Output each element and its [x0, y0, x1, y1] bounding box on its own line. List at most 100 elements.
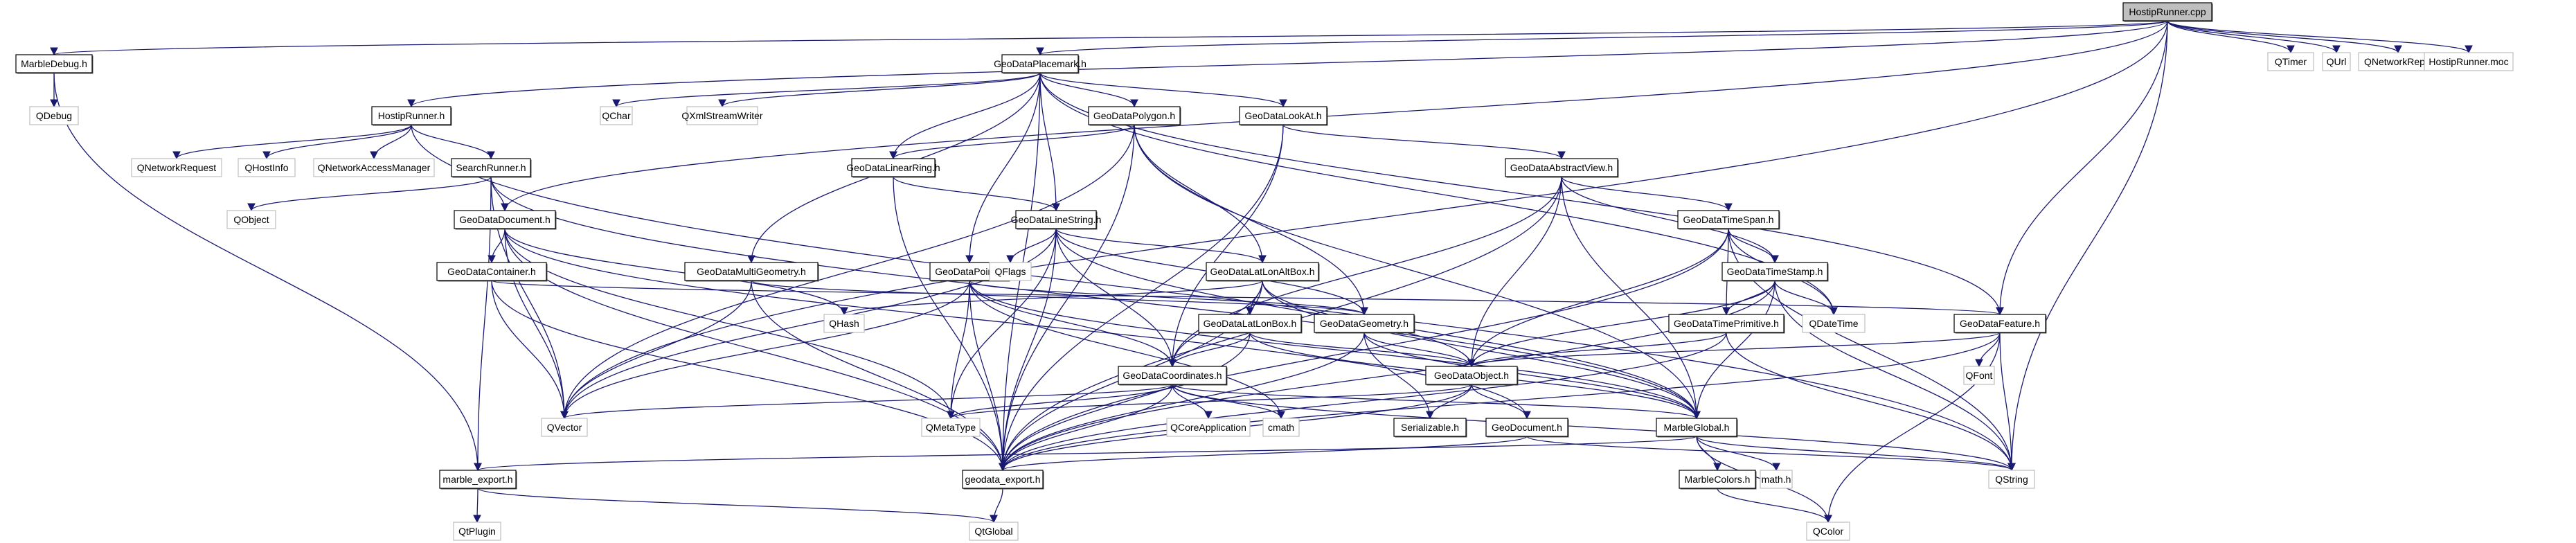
node-box[interactable] — [1001, 54, 1079, 73]
edge-geodatacoordinates_h-to-qvector — [560, 384, 1173, 420]
node-box — [1760, 470, 1793, 489]
node-box[interactable] — [1425, 366, 1518, 385]
node-box[interactable] — [451, 158, 531, 177]
node-box[interactable] — [1656, 418, 1737, 437]
node-box[interactable] — [1314, 314, 1415, 333]
node-geodataplacemark-h[interactable]: GeoDataPlacemark.h — [994, 54, 1086, 74]
node-box[interactable] — [436, 262, 547, 281]
node-geodatalinestring-h[interactable]: GeoDataLineString.h — [1011, 210, 1102, 230]
node-box[interactable] — [439, 470, 517, 489]
node-box[interactable] — [15, 54, 93, 73]
edge-geodatalinestring_h-to-geodata_export_h — [999, 228, 1057, 472]
node-marbleglobal-h[interactable]: MarbleGlobal.h — [1656, 418, 1738, 438]
node-box[interactable] — [684, 262, 819, 281]
node-marbledebug-h[interactable]: MarbleDebug.h — [15, 54, 93, 74]
edge-geodatapoint_h-to-marbleglobal_h — [969, 280, 1701, 420]
edge-geodatafeature_h-to-qfont — [1975, 332, 2001, 368]
edge-geodatacoordinates_h-to-qcoreapplication — [1172, 384, 1213, 420]
node-geodatacoordinates-h[interactable]: GeoDataCoordinates.h — [1118, 366, 1228, 386]
node-label: QUrl — [2327, 56, 2347, 67]
node-box[interactable] — [1206, 262, 1319, 281]
edge-geodataplacemark_h-to-qchar — [612, 72, 1041, 108]
node-geodataobject-h[interactable]: GeoDataObject.h — [1425, 366, 1519, 386]
node-searchrunner-h[interactable]: SearchRunner.h — [451, 158, 532, 178]
node-label: GeoDataPolygon.h — [1093, 110, 1175, 121]
node-label: MarbleColors.h — [1685, 474, 1751, 485]
node-box[interactable] — [1015, 210, 1097, 229]
node-box[interactable] — [1721, 262, 1828, 281]
node-geodatalookat-h[interactable]: GeoDataLookAt.h — [1239, 106, 1328, 126]
node-box[interactable] — [851, 158, 936, 177]
node-hostiprunner-h[interactable]: HostipRunner.h — [371, 106, 452, 126]
edge-geodataabstractview_h-to-geodatacoordinates_h — [1168, 176, 1562, 368]
edge-geodatageometry_h-to-geodata_export_h — [999, 332, 1365, 472]
node-box[interactable] — [1118, 366, 1227, 385]
node-box — [2424, 52, 2514, 71]
node-label: GeoDataMultiGeometry.h — [697, 266, 806, 277]
node-hostiprunner-cpp[interactable]: HostipRunner.cpp — [2122, 2, 2213, 22]
edge-geodatatimeprimitive_h-to-geodata_export_h — [999, 332, 1727, 472]
node-box[interactable] — [1953, 314, 2046, 333]
node-label: QChar — [602, 110, 631, 121]
edge-geodatapoint_h-to-geodatageometry_h — [969, 280, 1368, 316]
node-geodatalatlonaltbox-h[interactable]: GeoDataLatLonAltBox.h — [1206, 262, 1320, 282]
node-geodatalatlonbox-h[interactable]: GeoDataLatLonBox.h — [1198, 314, 1303, 334]
node-geodatageometry-h[interactable]: GeoDataGeometry.h — [1314, 314, 1415, 334]
node-label: MarbleGlobal.h — [1664, 422, 1730, 433]
node-box[interactable] — [1668, 314, 1785, 333]
node-geodatatimeprimitive-h[interactable]: GeoDataTimePrimitive.h — [1668, 314, 1785, 334]
node-box — [541, 418, 588, 437]
edge-geodataabstractview_h-to-marbleglobal_h — [1561, 176, 1701, 420]
node-geodatacontainer-h[interactable]: GeoDataContainer.h — [436, 262, 548, 282]
edge-searchrunner_h-to-marbleglobal_h — [490, 176, 1701, 420]
node-serializable-h[interactable]: Serializable.h — [1393, 418, 1467, 438]
node-geodatatimestamp-h[interactable]: GeoDataTimeStamp.h — [1721, 262, 1829, 282]
node-box — [1802, 314, 1866, 333]
node-box[interactable] — [1677, 210, 1780, 229]
edge-geodocument_h-to-geodata_export_h — [999, 436, 1528, 472]
edge-geodataplacemark_h-to-geodatapoint_h — [965, 72, 1041, 264]
node-box[interactable] — [1393, 418, 1467, 437]
node-box[interactable] — [1679, 470, 1756, 489]
node-label: GeoDataObject.h — [1434, 370, 1509, 381]
node-label: GeoDataLatLonAltBox.h — [1210, 266, 1315, 277]
node-label: QTimer — [2275, 56, 2307, 67]
node-cmath: cmath — [1262, 418, 1300, 437]
node-label: QNetworkAccessManager — [318, 162, 431, 173]
node-box[interactable] — [1088, 106, 1181, 125]
edge-geodatalatlonaltbox_h-to-marbleglobal_h — [1262, 280, 1701, 420]
node-box[interactable] — [962, 470, 1044, 489]
node-geodatafeature-h[interactable]: GeoDataFeature.h — [1953, 314, 2047, 334]
node-label: QFlags — [994, 266, 1026, 277]
node-geodatamultigeometry-h[interactable]: GeoDataMultiGeometry.h — [684, 262, 819, 282]
node-geodocument-h[interactable]: GeoDocument.h — [1485, 418, 1569, 438]
node-marblecolors-h[interactable]: MarbleColors.h — [1679, 470, 1757, 490]
node-geodata-export-h[interactable]: geodata_export.h — [962, 470, 1044, 490]
node-box[interactable] — [1239, 106, 1327, 125]
node-box[interactable] — [1198, 314, 1302, 333]
edge-geodatamultigeometry_h-to-qvector — [560, 280, 752, 420]
node-geodatapolygon-h[interactable]: GeoDataPolygon.h — [1088, 106, 1181, 126]
node-box[interactable] — [2122, 2, 2212, 21]
edge-geodatapoint_h-to-qvector — [560, 280, 970, 420]
node-box — [2267, 52, 2314, 71]
edge-geodatalinestring_h-to-geodatalatlonaltbox_h — [1055, 228, 1267, 264]
edge-geodatalinearring_h-to-geodatalinestring_h — [893, 176, 1060, 212]
node-box[interactable] — [1485, 418, 1568, 437]
node-qcoreapplication: QCoreApplication — [1166, 418, 1251, 437]
node-label: GeoDataDocument.h — [459, 214, 551, 225]
node-geodatalinearring-h[interactable]: GeoDataLinearRing.h — [846, 158, 940, 178]
node-geodataabstractview-h[interactable]: GeoDataAbstractView.h — [1505, 158, 1619, 178]
node-geodatadocument-h[interactable]: GeoDataDocument.h — [454, 210, 557, 230]
node-label: marble_export.h — [442, 474, 512, 485]
node-label: GeoDataGeometry.h — [1320, 318, 1408, 329]
node-box[interactable] — [371, 106, 451, 125]
node-qfont: QFont — [1963, 366, 1995, 385]
node-box[interactable] — [1505, 158, 1618, 177]
edge-hostiprunner_cpp-to-qurl — [2167, 20, 2341, 54]
node-box[interactable] — [454, 210, 556, 229]
node-geodatatimespan-h[interactable]: GeoDataTimeSpan.h — [1677, 210, 1780, 230]
edge-geodatatimestamp_h-to-qstring — [1774, 280, 2016, 472]
node-marble-export-h[interactable]: marble_export.h — [439, 470, 517, 490]
